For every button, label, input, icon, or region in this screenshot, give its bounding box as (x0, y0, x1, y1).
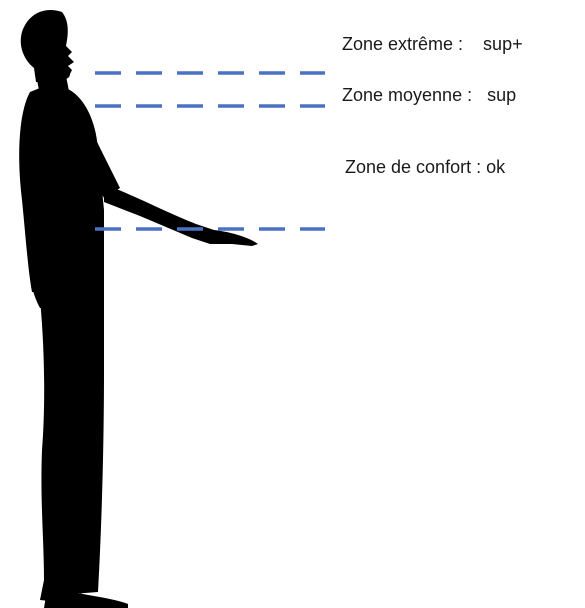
standing-person-side-view-icon (19, 10, 258, 608)
zone-moyenne-label: Zone moyenne : sup (342, 84, 516, 106)
zone-extreme-label: Zone extrême : sup+ (342, 33, 523, 55)
zone-confort-label: Zone de confort : ok (345, 156, 505, 178)
